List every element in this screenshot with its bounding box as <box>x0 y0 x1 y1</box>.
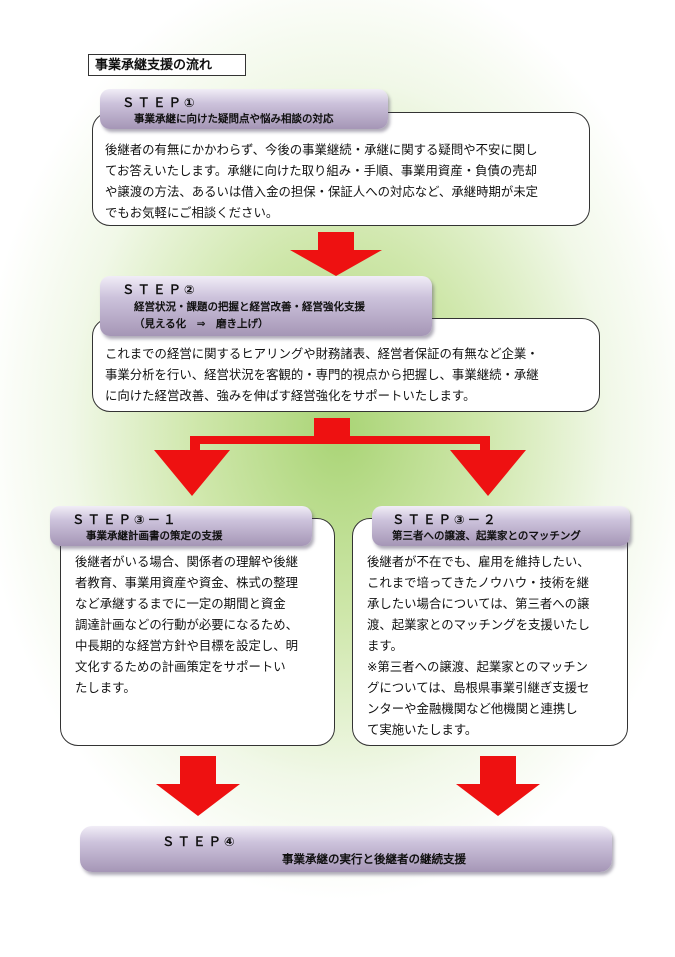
step2-subtitle: 経営状況・課題の把握と経営改善・経営強化支援 <box>134 301 365 313</box>
step4-label: ＳＴＥＰ④ <box>162 834 238 849</box>
step3-1-header: ＳＴＥＰ③－１ 事業承継計画書の策定の支援 <box>50 506 312 546</box>
step3-2-header: ＳＴＥＰ③－２ 第三者への譲渡、起業家とのマッチング <box>372 506 630 546</box>
step3-2-label: ＳＴＥＰ③－２ <box>392 512 499 527</box>
step2-subtitle-2: （見える化 ⇒ 磨き上げ） <box>134 318 269 330</box>
step4-subtitle: 事業承継の実行と後継者の継続支援 <box>282 852 466 866</box>
step2-body: これまでの経営に関するヒアリングや財務諸表、経営者保証の有無など企業・ 事業分析… <box>105 346 539 403</box>
arrow-step3-1-to-step4 <box>156 756 240 816</box>
step1-box: 後継者の有無にかかわらず、今後の事業継続・承継に関する疑問や不安に関し てお答え… <box>92 112 590 226</box>
step3-1-label: ＳＴＥＰ③－１ <box>72 512 179 527</box>
step4-header: ＳＴＥＰ④ 事業承継の実行と後継者の継続支援 <box>80 826 612 872</box>
step1-body: 後継者の有無にかかわらず、今後の事業継続・承継に関する疑問や不安に関し てお答え… <box>105 142 539 220</box>
page-title: 事業承継支援の流れ <box>88 54 246 76</box>
arrow-step1-to-step2 <box>290 232 382 276</box>
arrow-step3-2-to-step4 <box>456 756 540 816</box>
arrow-step2-branch <box>154 418 526 496</box>
step3-2-box: 後継者が不在でも、雇用を維持したい、 これまで培ってきたノウハウ・技術を継 承し… <box>352 518 628 746</box>
step3-1-body: 後継者がいる場合、関係者の理解や後継 者教育、事業用資産や資金、株式の整理 など… <box>75 554 299 695</box>
step3-2-subtitle: 第三者への譲渡、起業家とのマッチング <box>392 530 581 542</box>
step1-label: ＳＴＥＰ① <box>122 95 198 110</box>
step3-1-box: 後継者がいる場合、関係者の理解や後継 者教育、事業用資産や資金、株式の整理 など… <box>60 518 335 746</box>
step1-subtitle: 事業承継に向けた疑問点や悩み相談の対応 <box>134 113 334 125</box>
step2-header: ＳＴＥＰ② 経営状況・課題の把握と経営改善・経営強化支援 （見える化 ⇒ 磨き上… <box>100 276 432 336</box>
step3-2-body: 後継者が不在でも、雇用を維持したい、 これまで培ってきたノウハウ・技術を継 承し… <box>367 554 590 737</box>
step3-1-subtitle: 事業承継計画書の策定の支援 <box>86 530 223 542</box>
step1-header: ＳＴＥＰ① 事業承継に向けた疑問点や悩み相談の対応 <box>100 89 388 129</box>
step2-label: ＳＴＥＰ② <box>122 282 198 297</box>
